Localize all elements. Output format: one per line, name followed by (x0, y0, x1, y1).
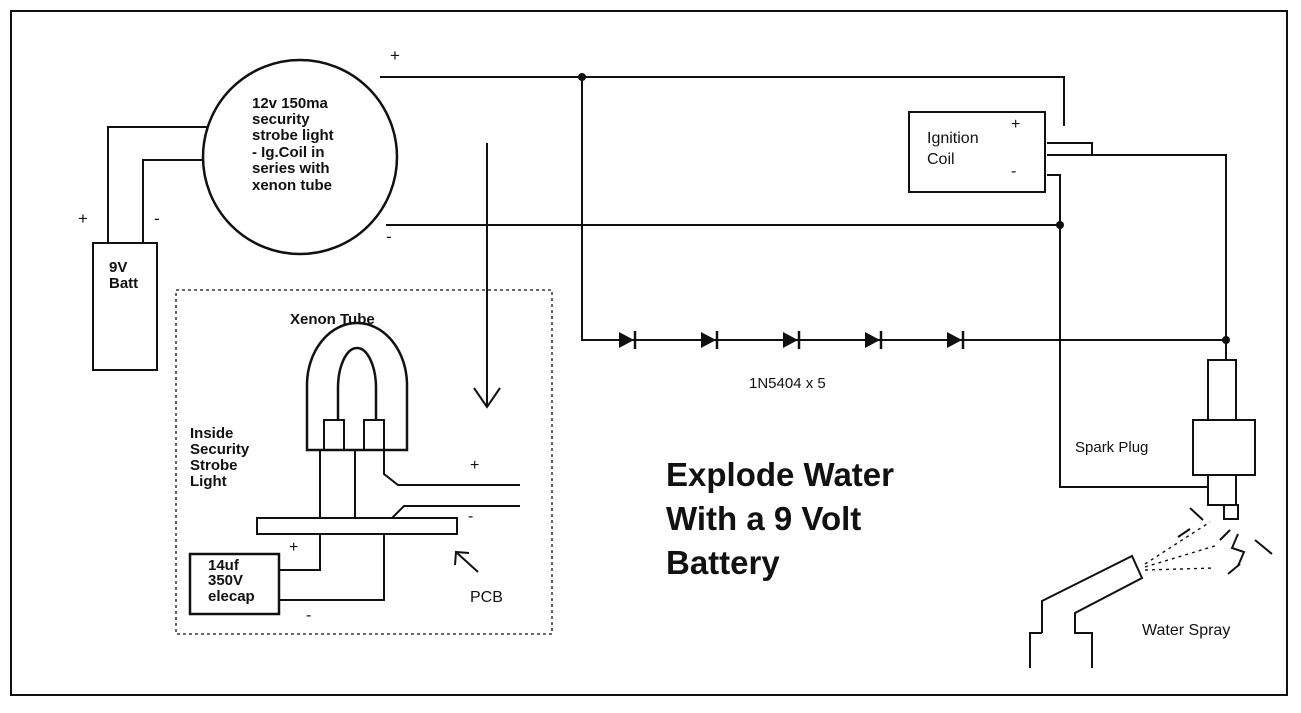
ignition-coil-body (908, 111, 1046, 193)
junction-dot (578, 73, 586, 81)
strobe-light-circle (201, 58, 399, 256)
inset-caption-line: Light (190, 473, 227, 490)
ignition-coil-label-line: Coil (927, 151, 955, 168)
water-spray-label: Water Spray (1142, 622, 1230, 639)
pcb-strip (256, 517, 458, 535)
inset-caption-line: Security (190, 441, 250, 458)
strobe-label-line: xenon tube (252, 177, 332, 194)
ignition-coil-plus-label: + (1011, 116, 1020, 133)
down-arrow-icon (473, 143, 501, 409)
water-spray-icon (1144, 521, 1219, 571)
lead-plus-label: + (470, 457, 479, 474)
water-nozzle-icon (1029, 554, 1144, 668)
battery-minus-label: - (154, 209, 160, 228)
strobe-label-line: - Ig.Coil in (252, 144, 325, 161)
pcb-label: PCB (470, 589, 503, 606)
inset-caption-line: Strobe (190, 457, 238, 474)
capacitor-plus-label: + (289, 539, 298, 556)
strobe-label-line: 12v 150ma (252, 95, 329, 112)
diode-icon (701, 332, 716, 348)
strobe-light-label: 12v 150ma security strobe light - Ig.Coi… (252, 95, 334, 194)
pcb-arrow-icon (454, 550, 479, 573)
capacitor-label-line: elecap (208, 588, 255, 605)
strobe-label-line: series with (252, 160, 330, 177)
battery-label-line: 9V (109, 259, 127, 276)
diagram-frame (10, 10, 1288, 696)
main-wiring (380, 76, 1227, 488)
inset-title: Xenon Tube (290, 311, 375, 328)
diode-chain (619, 331, 965, 349)
diagram-title: Explode Water With a 9 Volt Battery (666, 456, 894, 581)
diode-icon (619, 332, 634, 348)
xenon-tube-icon (305, 321, 409, 452)
spark-plug-icon (1192, 359, 1256, 520)
diode-icon (947, 332, 962, 348)
battery-leads (107, 126, 207, 243)
capacitor-label-line: 14uf (208, 557, 240, 574)
ignition-coil-label-line: Ignition (927, 130, 979, 147)
inset-caption-line: Inside (190, 425, 233, 442)
capacitor-minus-label: - (306, 607, 311, 624)
strobe-plus-label: + (390, 46, 400, 65)
diode-icon (783, 332, 798, 348)
title-line: Battery (666, 544, 780, 581)
strobe-label-line: strobe light (252, 127, 334, 144)
strobe-minus-label: - (386, 227, 392, 246)
lead-minus-label: - (468, 508, 473, 525)
diode-label: 1N5404 x 5 (749, 375, 826, 392)
spark-plug-label: Spark Plug (1075, 439, 1148, 456)
capacitor-label-line: 350V (208, 572, 243, 589)
junction-dot (1056, 221, 1064, 229)
battery-body (92, 242, 158, 371)
inset-box (175, 289, 553, 635)
title-line: Explode Water (666, 456, 894, 493)
diode-icon (865, 332, 880, 348)
title-line: With a 9 Volt (666, 500, 861, 537)
junction-dot (1222, 336, 1230, 344)
inset-wiring (279, 450, 520, 601)
capacitor-body (188, 552, 281, 616)
ignition-coil-minus-label: - (1011, 163, 1016, 180)
battery-plus-label: + (78, 209, 88, 228)
battery-label-line: Batt (109, 275, 138, 292)
spark-icon (1177, 507, 1273, 575)
strobe-label-line: security (252, 111, 310, 128)
inset-caption: Inside Security Strobe Light (190, 425, 250, 490)
